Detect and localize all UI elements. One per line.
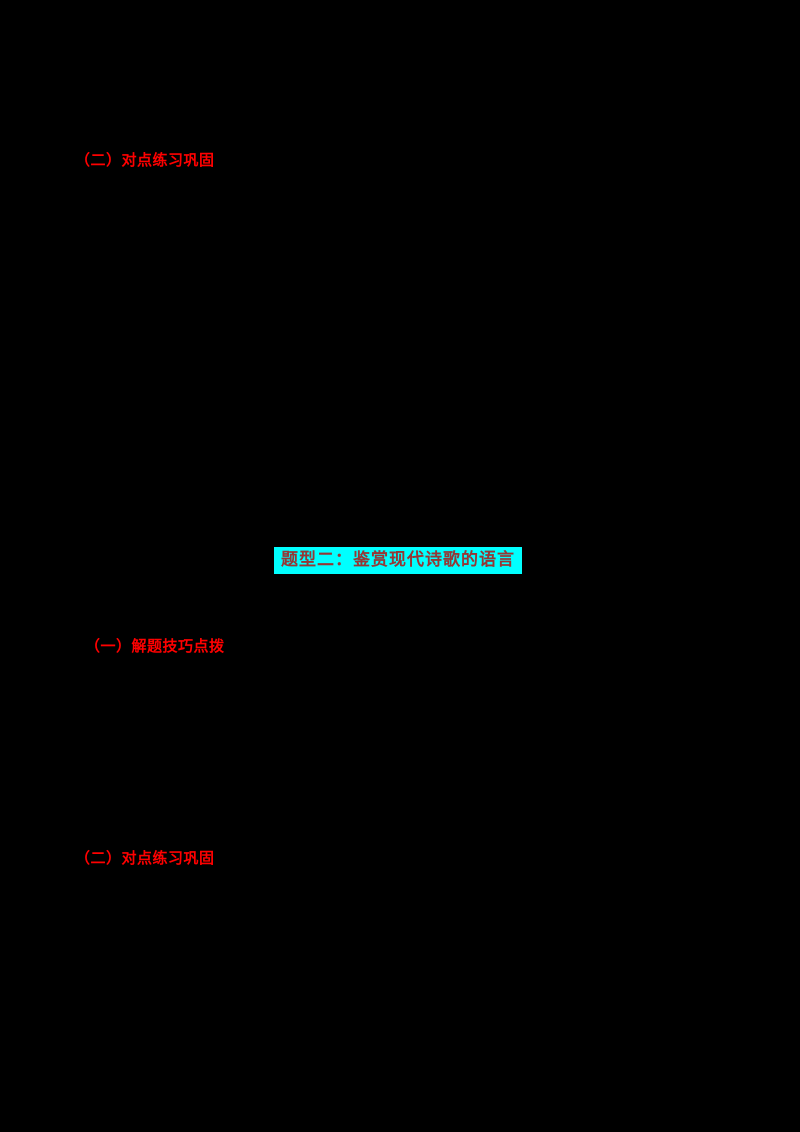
subsection-heading-1: （一）解题技巧点拨 <box>85 637 225 655</box>
subsection-heading-prev-2: （二）对点练习巩固 <box>75 151 215 169</box>
section-title-highlight: 题型二：鉴赏现代诗歌的语言 <box>274 547 522 574</box>
section-title-text: 题型二：鉴赏现代诗歌的语言 <box>281 550 515 570</box>
subsection-heading-2: （二）对点练习巩固 <box>75 849 215 867</box>
